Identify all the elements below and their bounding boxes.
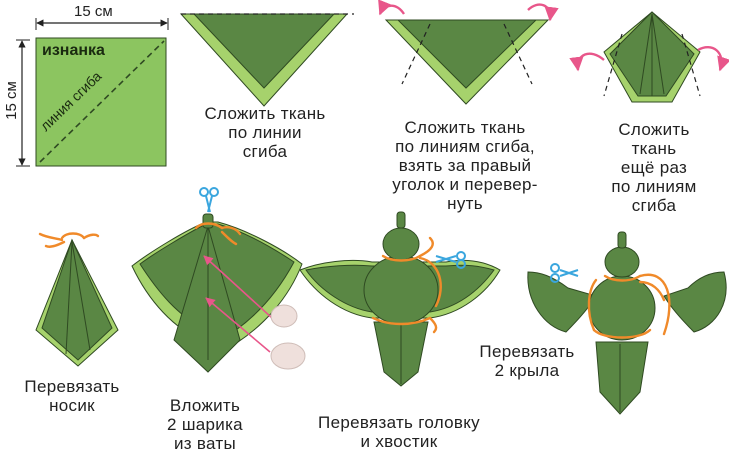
insert-cotton-step5 — [131, 187, 306, 373]
caption-line: ткань — [631, 139, 677, 158]
caption-line: ещё раз — [620, 158, 688, 177]
cotton-ball-icon — [270, 304, 298, 328]
caption-line: уголок и перевер- — [392, 175, 538, 194]
rotate-arrow-icon — [569, 52, 605, 72]
caption-line: сгиба — [631, 196, 677, 215]
scissors-icon — [550, 263, 579, 283]
scissors-icon — [435, 251, 466, 269]
caption-line: сгиба — [242, 142, 288, 161]
caption-line: по линии — [228, 123, 302, 142]
step1-caption: Сложить ткань по линии сгиба — [180, 104, 350, 161]
caption-line: из ваты — [173, 434, 237, 453]
thread-knot-icon — [194, 222, 242, 246]
caption-line: и хвостик — [360, 432, 438, 451]
fabric-square — [16, 18, 169, 167]
step4-caption: Перевязать носик — [12, 377, 132, 415]
caption-line: 2 шарика — [167, 415, 243, 434]
square-width-label: 15 см — [74, 3, 113, 20]
caption-line: носик — [49, 396, 95, 415]
fold-line — [39, 40, 165, 163]
reverse-side-label: изнанка — [42, 42, 105, 59]
scissors-icon — [199, 187, 219, 213]
thread-knot-icon — [38, 232, 100, 248]
step6-caption: Перевязать головку и хвостик — [286, 413, 512, 451]
caption-line: Сложить ткань — [204, 104, 326, 123]
step3-caption: Сложить ткань ещё раз по линиям сгиба — [584, 120, 724, 215]
thread-knot-icon — [587, 273, 671, 339]
caption-line: Сложить — [618, 120, 690, 139]
kite-step3 — [569, 11, 729, 103]
step7-caption: Перевязать 2 крыла — [472, 342, 582, 380]
caption-line: по линиям сгиба, — [395, 137, 535, 156]
step5-caption: Вложить 2 шарика из ваты — [150, 396, 260, 453]
rotate-arrow-icon — [378, 0, 405, 16]
step2-caption: Сложить ткань по линиям сгиба, взять за … — [360, 118, 570, 213]
caption-line: Перевязать — [24, 377, 120, 396]
caption-line: по линиям — [611, 177, 697, 196]
rotate-arrow-icon — [697, 46, 729, 72]
square-height-label: 15 см — [2, 81, 20, 120]
folded-triangle-step1 — [179, 13, 354, 107]
tie-wings-step7 — [527, 231, 727, 415]
caption-line: взять за правый — [398, 156, 532, 175]
folded-triangle-step2 — [378, 0, 559, 105]
thread-knot-icon — [371, 236, 442, 334]
rotate-arrow-icon — [527, 3, 559, 22]
tied-nose-step4 — [35, 232, 119, 367]
caption-line: нуть — [447, 194, 483, 213]
caption-line: 2 крыла — [494, 361, 560, 380]
caption-line: Перевязать головку — [318, 413, 480, 432]
caption-line: Сложить ткань — [404, 118, 526, 137]
tie-head-tail-step6 — [299, 211, 501, 387]
caption-line: Вложить — [169, 396, 241, 415]
caption-line: Перевязать — [479, 342, 575, 361]
cotton-ball-icon — [270, 342, 306, 370]
